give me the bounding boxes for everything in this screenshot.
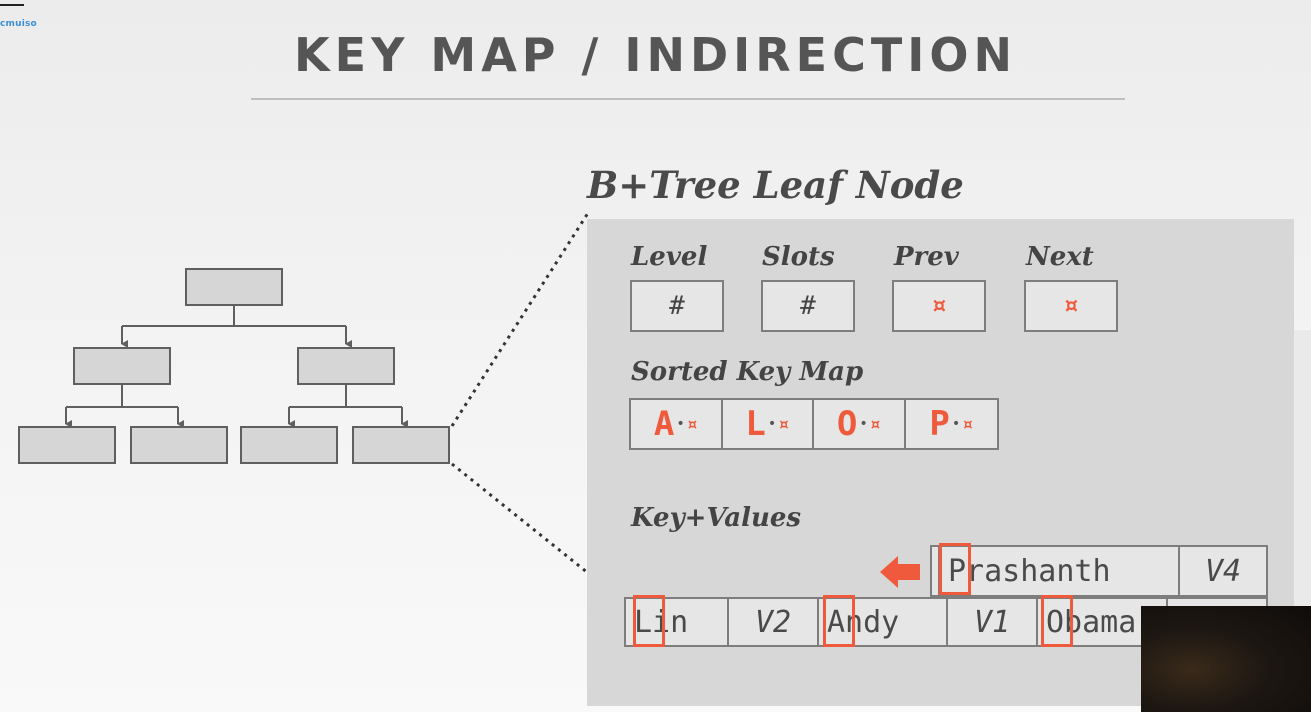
slide-title: KEY MAP / INDIRECTION [294, 28, 1017, 82]
sorted-key-map: A • ¤ L • ¤ O • ¤ P • ¤ [629, 398, 999, 450]
level-label: Level [631, 242, 708, 272]
key-map-separator: • [767, 416, 777, 432]
sorted-key-map-label: Sorted Key Map [631, 357, 864, 387]
tree-inner-node-left [73, 347, 171, 385]
tree-leaf-node [240, 426, 338, 464]
key-highlight-o [1041, 595, 1073, 647]
key-map-separator: • [859, 416, 868, 432]
webcam-overlay [1141, 606, 1311, 712]
kv-key-cell: Prashanth [940, 547, 1180, 595]
slots-field: # [761, 280, 855, 332]
level-field: # [630, 280, 724, 332]
kv-value-cell: V1 [948, 599, 1038, 645]
key-map-entry: A • ¤ [631, 400, 723, 448]
pointer-symbol-icon: ¤ [869, 413, 881, 435]
tree-leaf-node [18, 426, 116, 464]
key-map-separator: • [676, 416, 685, 432]
kv-value-cell: V2 [729, 599, 819, 645]
next-pointer-field: ¤ [1024, 280, 1118, 332]
kv-value-cell: V4 [1204, 553, 1242, 589]
tree-edges [65, 306, 408, 428]
tree-leaf-node [130, 426, 228, 464]
key-highlight-l [633, 595, 665, 647]
logo-mark [0, 4, 24, 6]
tree-root-node [185, 268, 283, 306]
key-map-entry: O • ¤ [814, 400, 906, 448]
panel-edge [1294, 330, 1311, 630]
tree-leaf-node-highlighted [352, 426, 450, 464]
next-label: Next [1026, 242, 1094, 272]
prev-pointer-field: ¤ [892, 280, 986, 332]
key-map-key: P [929, 404, 950, 444]
key-map-key: O [836, 404, 858, 444]
title-divider [251, 98, 1125, 100]
key-highlight-a [823, 595, 855, 647]
kv-key-cell: Lin [626, 599, 729, 645]
new-key-value-row: Prashanth V4 [930, 545, 1268, 597]
kv-key-cell: Andy [819, 599, 948, 645]
key-map-entry: L • ¤ [723, 400, 814, 448]
pointer-symbol-icon: ¤ [778, 413, 790, 435]
key-map-key: A [653, 404, 675, 444]
zoom-dotted-lines [450, 212, 590, 575]
key-highlight-p [939, 543, 971, 595]
pointer-symbol-icon: ¤ [686, 413, 698, 435]
key-map-key: L [745, 404, 766, 444]
tree-inner-node-right [297, 347, 395, 385]
left-arrow-icon [880, 556, 920, 588]
key-map-separator: • [951, 416, 961, 432]
key-values-label: Key+Values [631, 503, 802, 533]
key-map-entry: P • ¤ [906, 400, 997, 448]
slots-label: Slots [762, 242, 835, 272]
kv-key-cell: Obama [1038, 599, 1168, 645]
prev-label: Prev [894, 242, 959, 272]
leaf-node-title: B+Tree Leaf Node [587, 163, 964, 207]
logo: cmuiso [0, 19, 37, 29]
pointer-symbol-icon: ¤ [962, 413, 974, 435]
